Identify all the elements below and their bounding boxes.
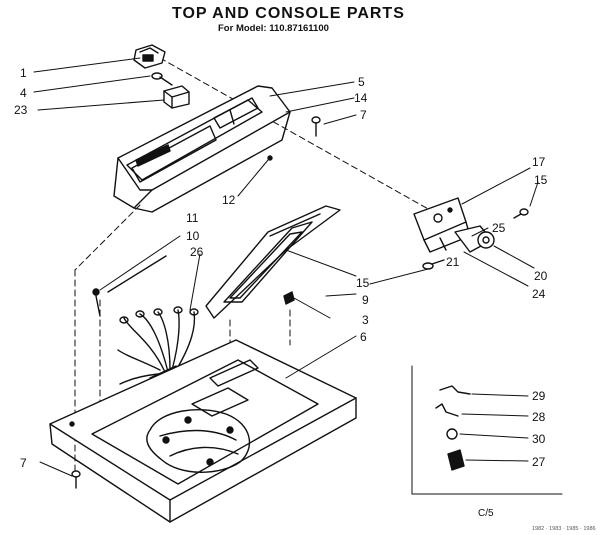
screw-part — [422, 259, 445, 270]
callout-5: 5 — [358, 75, 365, 89]
callout-4: 4 — [20, 86, 27, 100]
callout-6: 6 — [360, 330, 367, 344]
screw-part — [311, 116, 321, 137]
callout-9: 9 — [362, 293, 369, 307]
callout-21: 21 — [446, 255, 460, 269]
callout-24: 24 — [532, 287, 546, 301]
diagram-title: TOP AND CONSOLE PARTS — [172, 5, 405, 22]
model-number: For Model: 110.87161100 — [218, 23, 329, 34]
screw-part — [151, 72, 173, 86]
callout-28: 28 — [532, 410, 546, 424]
callout-leaders — [33, 57, 539, 477]
callout-3: 3 — [362, 313, 369, 327]
callout-23: 23 — [14, 103, 28, 117]
callout-12: 12 — [222, 193, 236, 207]
callout-15-lower: 15 — [356, 276, 370, 290]
page-code: C/5 — [478, 508, 494, 519]
screw-part — [71, 470, 81, 489]
lint-chute-part — [205, 205, 341, 319]
timer-assembly-part — [413, 197, 495, 253]
loose-parts-inset — [411, 365, 563, 495]
console-panel-part — [113, 85, 291, 213]
callout-labels: 1 4 23 5 14 7 17 15 12 11 10 26 25 21 15… — [14, 66, 548, 470]
callout-17: 17 — [532, 155, 546, 169]
callout-14: 14 — [354, 91, 368, 105]
callout-7-lower: 7 — [20, 456, 27, 470]
switch-part — [163, 85, 190, 109]
screw-part — [513, 208, 529, 219]
callout-20: 20 — [534, 269, 548, 283]
callout-30: 30 — [532, 432, 546, 446]
dryer-top-part — [49, 339, 357, 523]
callout-10: 10 — [186, 229, 200, 243]
callout-11: 11 — [186, 211, 199, 225]
callout-1: 1 — [20, 66, 27, 80]
assembly-guide-lines — [74, 57, 431, 471]
fine-print: 1982 · 1983 · 1985 · 1986 — [532, 526, 596, 532]
callout-27: 27 — [532, 455, 546, 469]
clip-part — [267, 155, 273, 161]
screw-part — [283, 291, 295, 305]
callout-26: 26 — [190, 245, 204, 259]
harness-connector-part — [133, 44, 166, 69]
callout-7-upper: 7 — [360, 108, 367, 122]
callout-29: 29 — [532, 389, 546, 403]
spring-rod-part — [92, 255, 167, 317]
callout-15-right: 15 — [534, 173, 548, 187]
callout-25: 25 — [492, 221, 506, 235]
